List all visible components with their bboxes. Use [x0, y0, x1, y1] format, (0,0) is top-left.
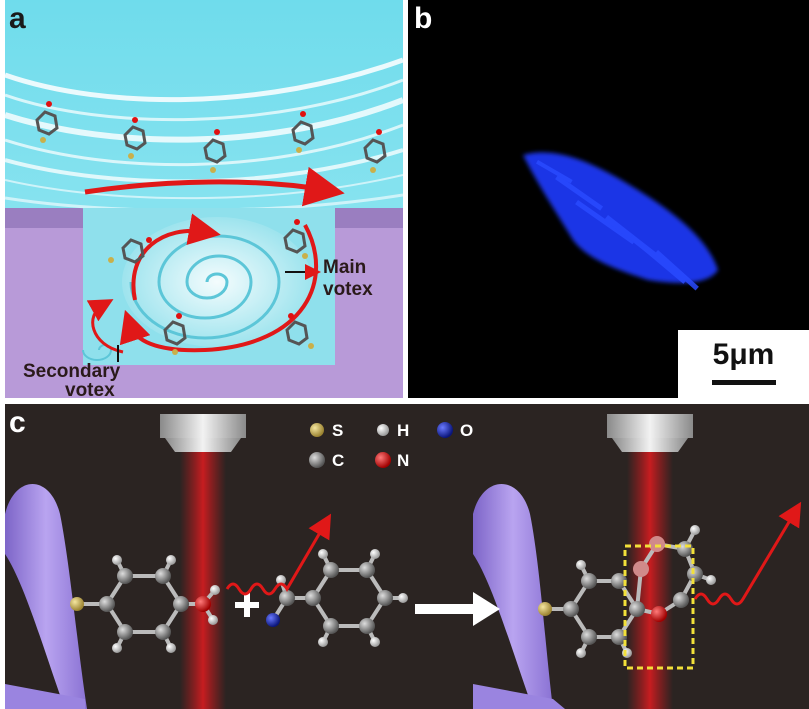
secondary-vortex-label-line1: Secondary: [23, 361, 121, 382]
panel-c-illustration: [5, 414, 802, 709]
legend-c: C: [332, 451, 345, 470]
panel-c-letter: c: [9, 406, 26, 439]
panel-a-letter: a: [9, 2, 26, 35]
panel-a-illustration: [5, 0, 403, 398]
panel-c: c S H O C N: [5, 404, 809, 709]
scale-bar: [712, 380, 776, 385]
panel-a: a Main votex Secondary votex: [5, 0, 403, 398]
fluorescence-image: [523, 152, 718, 291]
main-vortex-label-line2: votex: [323, 279, 373, 300]
panel-b-letter: b: [414, 2, 433, 35]
legend-o: O: [460, 421, 474, 440]
legend-h: H: [397, 421, 410, 440]
main-vortex-label-line1: Main: [323, 257, 367, 278]
secondary-vortex-label-line2: votex: [65, 380, 115, 398]
legend-n: N: [397, 451, 410, 470]
panel-b: b 5μm: [408, 0, 809, 398]
legend-s: S: [332, 421, 344, 440]
scale-box: 5μm: [678, 330, 809, 398]
scale-label: 5μm: [712, 338, 775, 371]
